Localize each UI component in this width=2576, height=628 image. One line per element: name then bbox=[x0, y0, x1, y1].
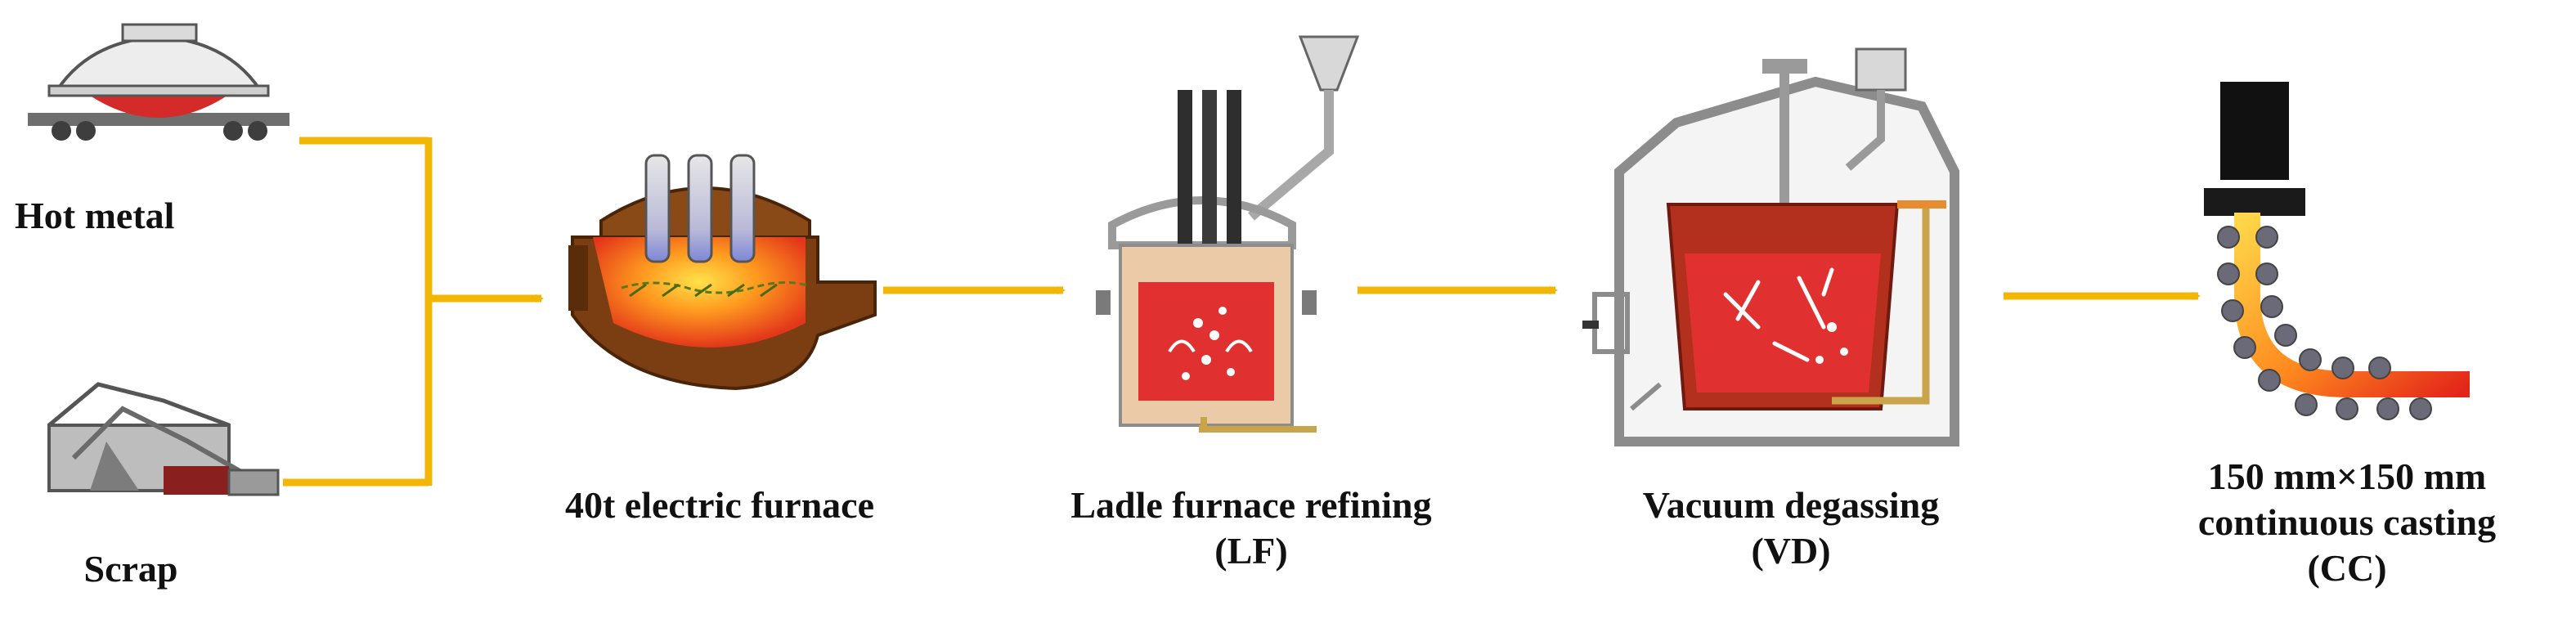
electric-furnace-illustration bbox=[568, 154, 877, 391]
label-ladle-furnace: Ladle furnace refining (LF) bbox=[990, 482, 1513, 574]
label-hot-metal-text: Hot metal bbox=[15, 195, 175, 236]
label-vacuum-degassing: Vacuum degassing (VD) bbox=[1554, 482, 2028, 574]
scrap-machine bbox=[47, 382, 280, 496]
electrode-center bbox=[687, 154, 713, 263]
label-electric-furnace-text: 40t electric furnace bbox=[564, 484, 875, 526]
label-cc-line3: (CC) bbox=[2307, 547, 2387, 590]
label-electric-furnace: 40t electric furnace bbox=[491, 482, 949, 528]
label-lf-line2: (LF) bbox=[1214, 530, 1288, 572]
label-vd-line1: Vacuum degassing bbox=[1642, 484, 1940, 526]
label-cc-line2: continuous casting bbox=[2197, 501, 2497, 544]
label-continuous-casting: 150 mm×150 mm continuous casting (CC) bbox=[2126, 454, 2568, 591]
label-vd-line2: (VD) bbox=[1751, 530, 1831, 572]
label-lf-line1: Ladle furnace refining bbox=[1070, 484, 1432, 526]
input-connector-lines bbox=[283, 137, 433, 487]
electrode-right bbox=[729, 154, 756, 263]
hot-metal-car bbox=[28, 23, 289, 141]
vacuum-degassing-illustration bbox=[1582, 47, 1959, 446]
label-scrap-text: Scrap bbox=[83, 548, 178, 590]
label-hot-metal: Hot metal bbox=[15, 193, 260, 239]
label-scrap: Scrap bbox=[33, 546, 229, 592]
label-cc-line1: 150 mm×150 mm bbox=[2207, 455, 2487, 497]
ladle-furnace-illustration bbox=[1096, 35, 1360, 433]
continuous-casting-illustration bbox=[2204, 82, 2470, 420]
electrode-left bbox=[644, 154, 671, 263]
